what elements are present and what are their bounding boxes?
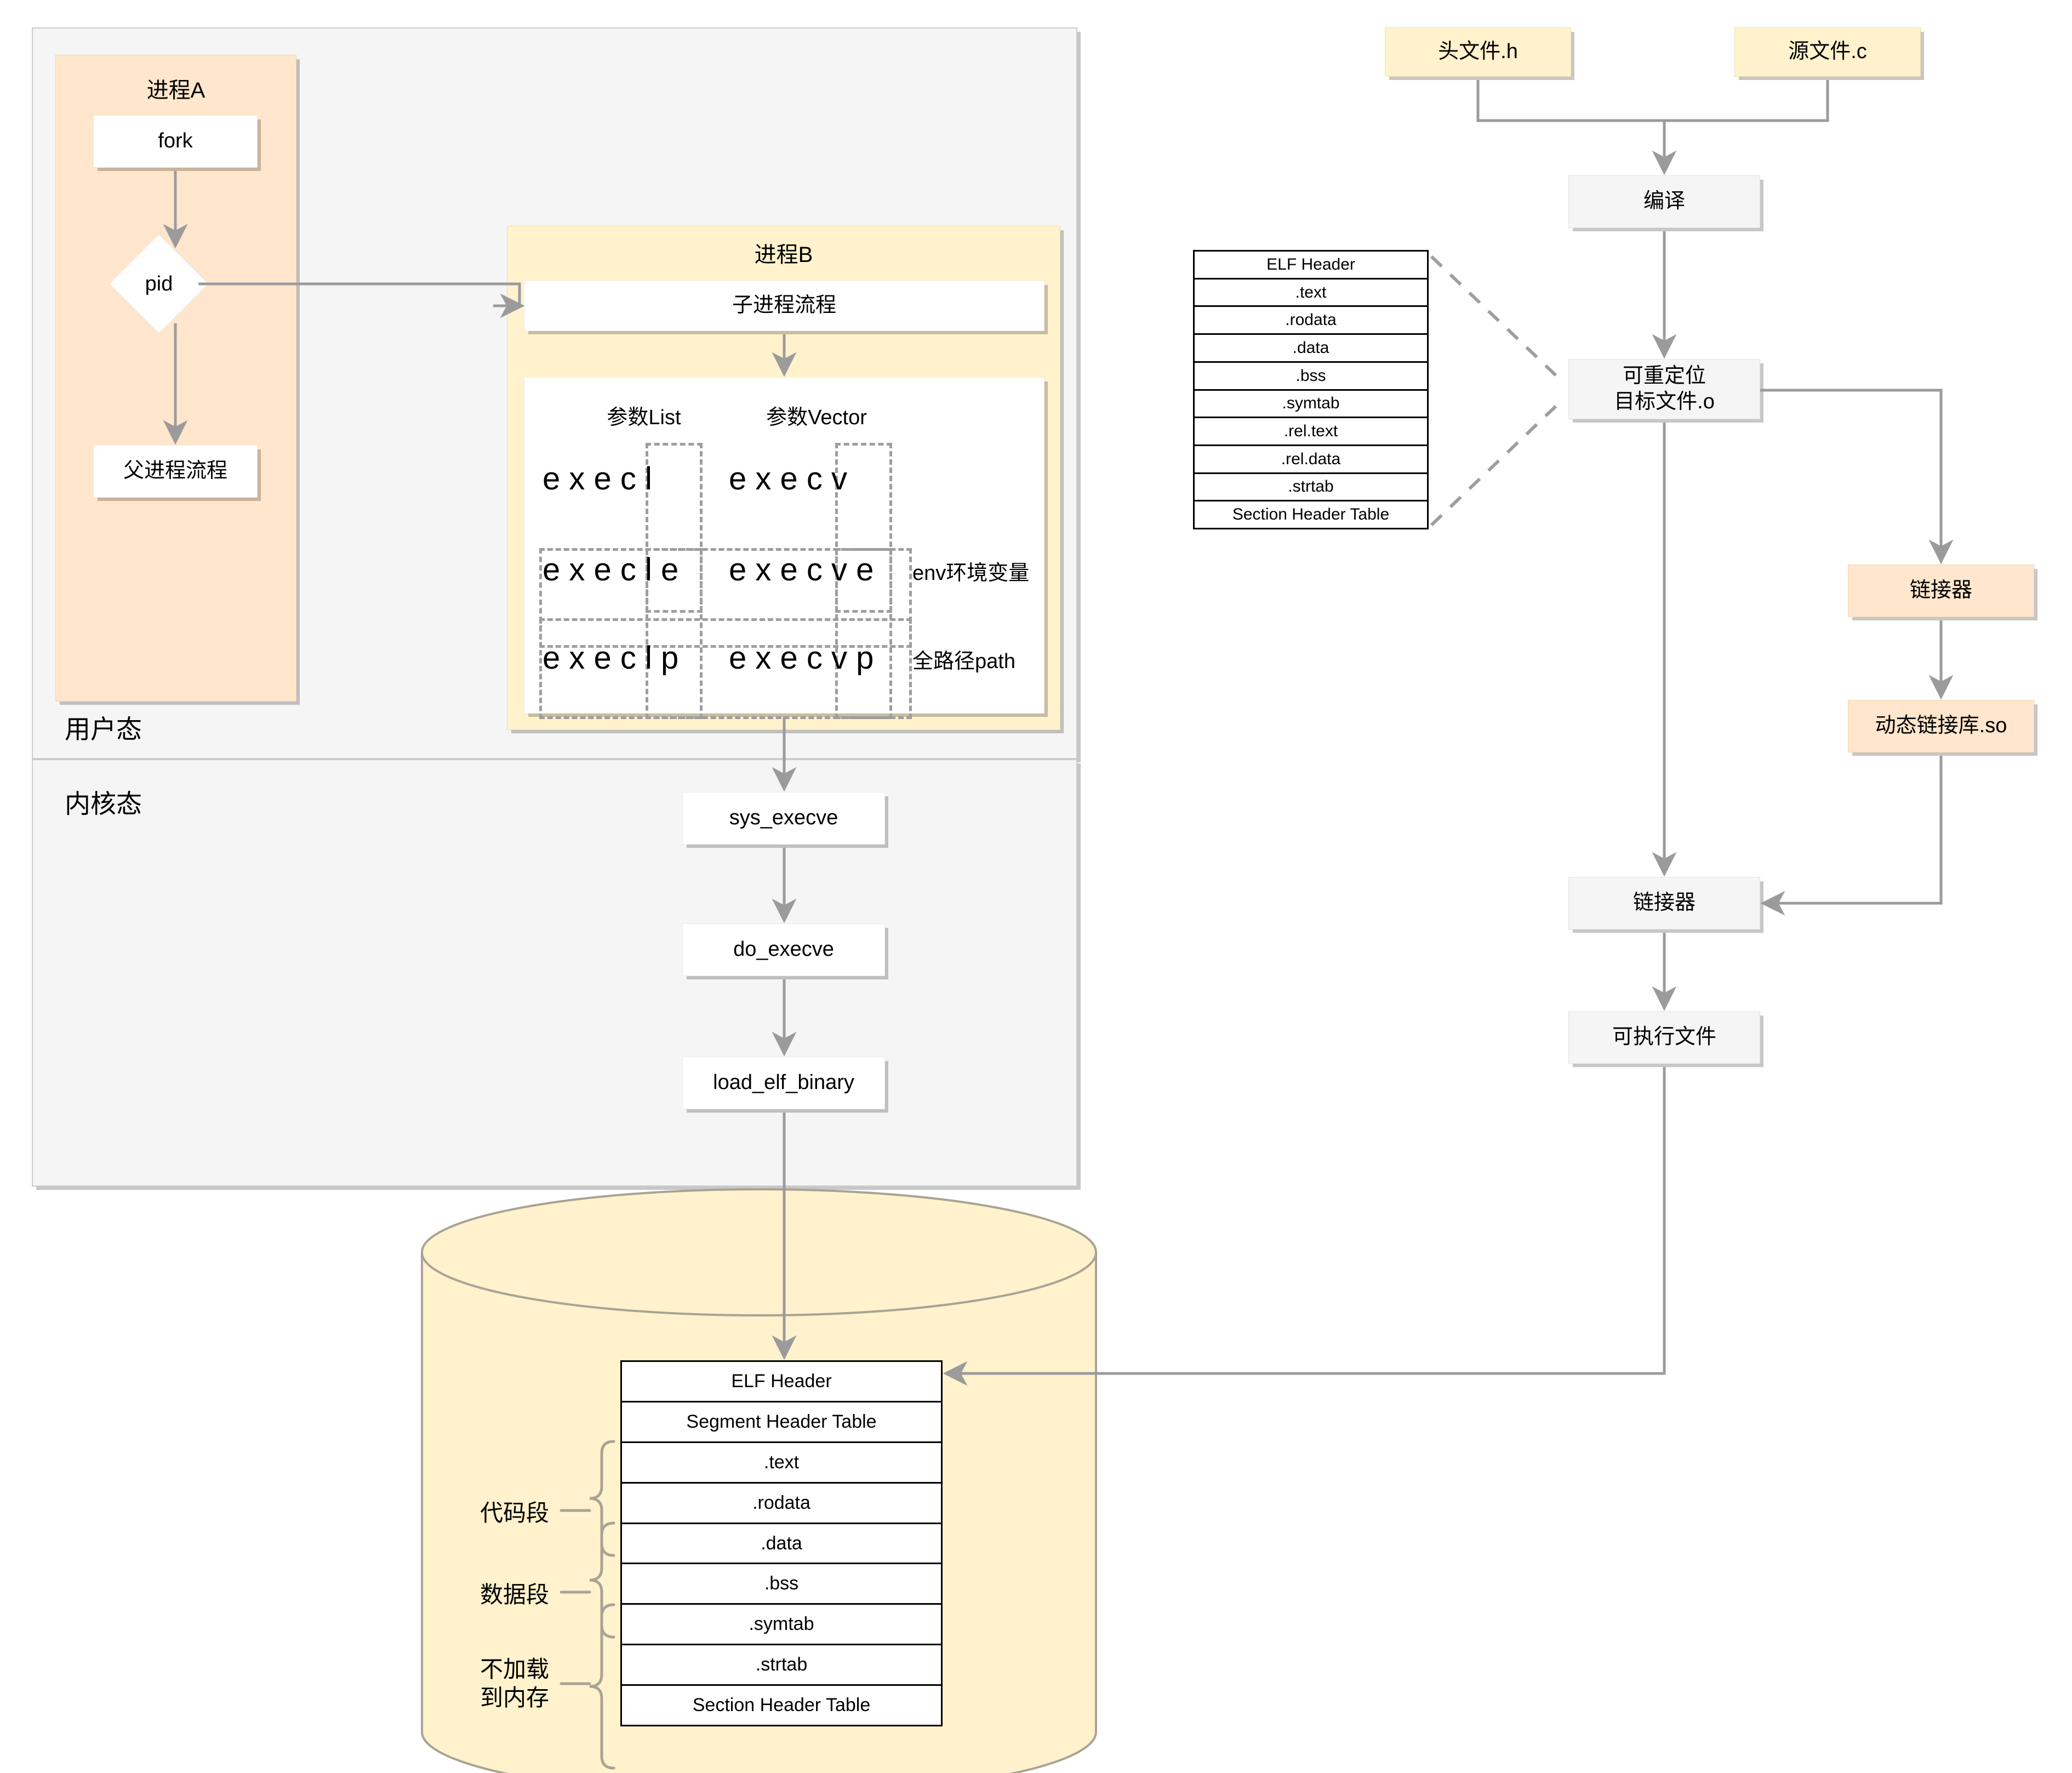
segment-label-code: 代码段 bbox=[480, 1500, 550, 1526]
object-file-row: .text bbox=[1195, 280, 1427, 307]
user-mode-label: 用户态 bbox=[65, 715, 142, 744]
exec-cell-vector-0: e x e c v bbox=[729, 461, 847, 497]
fork-box[interactable]: fork bbox=[93, 115, 258, 168]
dash-group-le bbox=[646, 548, 703, 719]
dashed-expand-top bbox=[1430, 255, 1566, 385]
memory-elf-row: .rodata bbox=[622, 1484, 941, 1524]
exec-note-1: env环境变量 bbox=[912, 562, 1030, 585]
sys-execve-box[interactable]: sys_execve bbox=[682, 792, 885, 845]
dynamic-linker-box[interactable]: 链接器 bbox=[1848, 565, 2034, 617]
object-file-row: .rodata bbox=[1195, 307, 1427, 335]
dash-group-v bbox=[835, 443, 892, 613]
dash-group-p bbox=[539, 618, 912, 719]
exec-cell-list-1: e x e c l e bbox=[543, 552, 679, 588]
child-flow-box[interactable]: 子进程流程 bbox=[524, 281, 1044, 331]
final-linker-box[interactable]: 链接器 bbox=[1568, 877, 1760, 930]
parent-flow-box[interactable]: 父进程流程 bbox=[93, 445, 258, 498]
dash-group-e bbox=[539, 548, 912, 648]
object-file-row: .strtab bbox=[1195, 474, 1427, 502]
pid-decision[interactable]: pid bbox=[109, 234, 209, 334]
segment-label-noload-line1: 不加载 bbox=[480, 1656, 550, 1682]
object-file-row: .bss bbox=[1195, 363, 1427, 391]
memory-elf-row: .bss bbox=[622, 1564, 941, 1605]
memory-elf-row: .data bbox=[622, 1524, 941, 1565]
kernel-mode-zone bbox=[32, 759, 1077, 1187]
exec-cell-list-0: e x e c l bbox=[543, 461, 652, 497]
do-execve-box[interactable]: do_execve bbox=[682, 923, 885, 976]
edge-object-to-dynlinker bbox=[1760, 389, 1954, 565]
header-file-box[interactable]: 头文件.h bbox=[1385, 27, 1571, 77]
exec-cell-vector-2: e x e c v p bbox=[729, 640, 874, 676]
exec-cell-vector-1: e x e c v e bbox=[729, 552, 874, 588]
memory-elf-row: .symtab bbox=[622, 1605, 941, 1646]
dynamic-library-box[interactable]: 动态链接库.so bbox=[1848, 700, 2034, 752]
exec-note-2: 全路径path bbox=[912, 650, 1015, 673]
object-file-row: .data bbox=[1195, 335, 1427, 363]
object-file-row: ELF Header bbox=[1195, 252, 1427, 280]
object-file-table: ELF Header.text.rodata.data.bss.symtab.r… bbox=[1193, 250, 1429, 529]
edge-headerfile-down bbox=[1476, 80, 1666, 171]
executable-box[interactable]: 可执行文件 bbox=[1568, 1011, 1760, 1064]
memory-elf-row: .text bbox=[622, 1443, 941, 1484]
dash-group-ve bbox=[835, 548, 892, 719]
memory-elf-row: Section Header Table bbox=[692, 1695, 871, 1716]
relocatable-object-box[interactable]: 可重定位 目标文件.o bbox=[1568, 359, 1760, 419]
pid-label: pid bbox=[145, 272, 173, 295]
exec-col-list-header: 参数List bbox=[607, 406, 681, 429]
relocatable-object-line1: 可重定位 bbox=[1622, 364, 1706, 387]
compile-box[interactable]: 编译 bbox=[1568, 175, 1760, 228]
memory-elf-row: .strtab bbox=[622, 1645, 941, 1686]
object-file-row: .rel.data bbox=[1195, 446, 1427, 474]
relocatable-object-line2: 目标文件.o bbox=[1614, 390, 1715, 413]
segment-label-noload-line2: 到内存 bbox=[480, 1685, 550, 1711]
exec-col-vector-header: 参数Vector bbox=[766, 406, 867, 429]
source-file-box[interactable]: 源文件.c bbox=[1734, 27, 1921, 77]
edge-dynlib-to-finallinker bbox=[1760, 756, 1943, 916]
object-file-row: .rel.text bbox=[1195, 418, 1427, 446]
object-file-row: .symtab bbox=[1195, 391, 1427, 419]
memory-elf-row: ELF Header bbox=[622, 1362, 941, 1403]
memory-elf-row: Segment Header Table bbox=[622, 1403, 941, 1443]
exec-cell-list-2: e x e c l p bbox=[543, 640, 679, 676]
dashed-expand-bottom bbox=[1430, 396, 1566, 527]
edge-sourcefile-down bbox=[1664, 80, 1829, 122]
object-file-row: Section Header Table bbox=[1232, 505, 1390, 524]
dash-group-l bbox=[646, 443, 703, 613]
exec-table-panel bbox=[524, 377, 1044, 714]
segment-label-data: 数据段 bbox=[480, 1582, 550, 1607]
load-elf-binary-box[interactable]: load_elf_binary bbox=[682, 1057, 885, 1109]
kernel-mode-label: 内核态 bbox=[65, 789, 142, 818]
process-b-title: 进程B bbox=[754, 243, 813, 267]
process-a-title: 进程A bbox=[146, 78, 206, 102]
